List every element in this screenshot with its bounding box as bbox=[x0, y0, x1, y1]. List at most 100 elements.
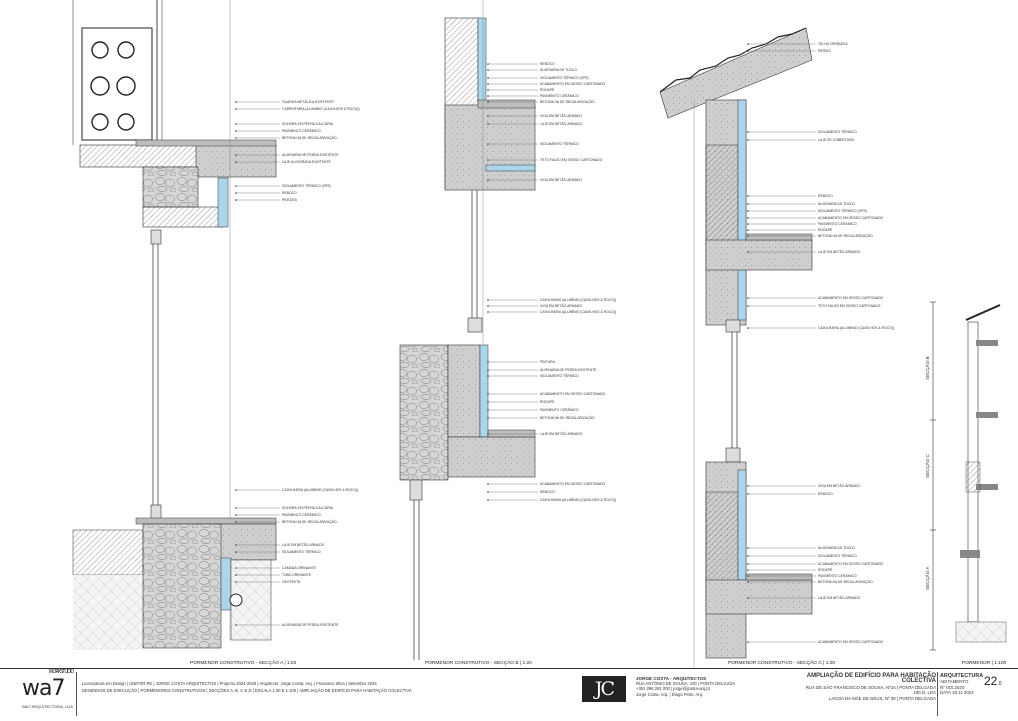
material-label: REBOCO bbox=[282, 191, 297, 195]
leader-dot bbox=[747, 217, 749, 219]
leader-dot bbox=[235, 581, 237, 583]
material-label: ACABAMENTO EM GESSO CARTONADO bbox=[818, 640, 884, 644]
office-name: JORGE COSTA - ARQUITECTOS bbox=[636, 676, 707, 681]
material-label: RODAPÉ bbox=[818, 227, 833, 232]
leader-dot bbox=[487, 433, 489, 435]
leader-dot bbox=[235, 624, 237, 626]
meta-line: Nº 010.2024 bbox=[940, 684, 965, 690]
leader-dot bbox=[487, 299, 489, 301]
material-label: REBOCO bbox=[540, 62, 555, 66]
material-label: PAVIMENTO CERÂMICO bbox=[540, 94, 579, 98]
leader-dot bbox=[747, 493, 749, 495]
material-label: LAJE EM BETÃO ARMADO bbox=[818, 595, 861, 600]
leader-dot bbox=[747, 131, 749, 133]
leader-dot bbox=[747, 50, 749, 52]
leader-dot bbox=[235, 199, 237, 201]
meta-line: DATA 18.11.2024 bbox=[940, 690, 974, 696]
material-label: SOLEIRA EM PEDRA CALCÁRIA bbox=[282, 506, 334, 510]
leader-dot bbox=[487, 311, 489, 313]
material-label: SOLEIRA EM PEDRA CALCÁRIA bbox=[282, 122, 334, 126]
material-label: ACABAMENTO EM GESSO CARTONADO bbox=[818, 216, 884, 220]
section-d-title: PORMENOR | 1:100 bbox=[962, 660, 1006, 666]
leader-dot bbox=[747, 569, 749, 571]
leader-dot bbox=[747, 297, 749, 299]
material-label: LAJE DE COBERTURA bbox=[818, 138, 855, 142]
material-label: LAJE EM BETÃO ARMADO bbox=[818, 249, 861, 254]
leader-dot bbox=[487, 499, 489, 501]
leader-dot bbox=[235, 130, 237, 132]
material-label: ISOLAMENTO TÉRMICO bbox=[282, 549, 321, 554]
material-label: GEOTÊXTIL bbox=[282, 579, 301, 584]
material-label: PINTURA bbox=[282, 198, 298, 202]
material-label: PAVIMENTO CERÂMICO bbox=[282, 129, 321, 133]
title-block bbox=[0, 668, 1018, 721]
material-label: ISOLAMENTO TÉRMICO bbox=[818, 129, 857, 134]
material-label: TUBO DRENANTE bbox=[282, 573, 312, 577]
leader-dot bbox=[235, 521, 237, 523]
project-line: 100.D, LDA bbox=[913, 690, 936, 696]
leader-dot bbox=[235, 154, 237, 156]
section-d-label-c: SECÇÃO C bbox=[924, 453, 930, 478]
material-label: VIGA EM BETÃO ARMADO bbox=[540, 113, 582, 118]
leader-dot bbox=[487, 69, 489, 71]
material-label: CAIXILHARIA (ALUMÍNIO (CAIXILHOS & ROCO)… bbox=[282, 488, 358, 492]
leader-dot bbox=[747, 641, 749, 643]
material-label: LAJE EM BETÃO ARMADO bbox=[540, 121, 583, 126]
leader-dot bbox=[747, 305, 749, 307]
discipline: ARQUITECTURA bbox=[940, 673, 984, 679]
material-label: PAVIMENTO CERÂMICO bbox=[818, 574, 857, 578]
section-a-title: PORMENOR CONSTRUTIVO - SECÇÃO A | 1:20 bbox=[190, 659, 297, 666]
leader-dot bbox=[747, 203, 749, 205]
leader-dot bbox=[747, 139, 749, 141]
material-label: TELHA CERÂMICA bbox=[818, 42, 848, 46]
section-a-labels: GUARDA METÁLICA EXISTENTE CARPINTARIA (AL… bbox=[235, 100, 360, 627]
material-label: GUARDA METÁLICA EXISTENTE bbox=[282, 100, 335, 104]
leader-dot bbox=[747, 597, 749, 599]
material-label: BETONILHA DE REGULARIZAÇÃO bbox=[818, 233, 873, 238]
material-label: CAMADA DRENANTE bbox=[282, 566, 317, 570]
material-label: ALVENARIA DE TIJOLO bbox=[818, 202, 855, 206]
material-label: ALVENARIA DE TIJOLO bbox=[540, 68, 577, 72]
leader-dot bbox=[487, 143, 489, 145]
material-label: LAJE ALIGEIRADA EXISTENTE bbox=[282, 160, 332, 164]
material-label: VIGA EM BETÃO ARMADO bbox=[540, 303, 582, 308]
project-info: AMPLIAÇÃO DE EDIFÍCIO PARA HABITAÇÃO COL… bbox=[780, 673, 936, 701]
material-label: ISOLAMENTO TÉRMICO (XPS) bbox=[540, 75, 589, 80]
leader-dot bbox=[487, 115, 489, 117]
material-label: PAVIMENTO CERÂMICO bbox=[540, 408, 579, 412]
leader-dot bbox=[487, 95, 489, 97]
material-label: BETONILHA DE REGULARIZAÇÃO bbox=[818, 579, 873, 584]
leader-dot bbox=[487, 409, 489, 411]
material-label: ALVENARIA DE PEDRA EXISTENTE bbox=[540, 368, 597, 372]
material-label: ISOLAMENTO TÉRMICO bbox=[540, 141, 579, 146]
material-label: CAIXILHARIA (ALUMÍNIO (CAIXILHOS & ROCO)… bbox=[540, 310, 616, 314]
material-label: REBOCO bbox=[540, 490, 555, 494]
material-label: PAVIMENTO CERÂMICO bbox=[818, 222, 857, 226]
section-c-title: PORMENOR CONSTRUTIVO - SECÇÃO C | 1:20 bbox=[728, 659, 835, 666]
leader-dot bbox=[235, 161, 237, 163]
material-label: ALVENARIA DE PEDRA EXISTENTE bbox=[282, 623, 339, 627]
material-label: RODAPÉ bbox=[540, 87, 555, 92]
sheet-number: 22.0 bbox=[984, 674, 1002, 688]
leader-dot bbox=[235, 123, 237, 125]
material-label: BETONILHA DE REGULARIZAÇÃO bbox=[282, 519, 337, 524]
leader-dot bbox=[487, 123, 489, 125]
material-label: ACABAMENTO EM GESSO CARTONADO bbox=[540, 392, 606, 396]
leader-dot bbox=[747, 251, 749, 253]
leader-dot bbox=[487, 89, 489, 91]
material-label: ALVENARIA DE TIJOLO bbox=[818, 546, 855, 550]
material-label: CAIXILHARIA (ALUMÍNIO (CAIXILHOS & ROCO)… bbox=[540, 498, 616, 502]
material-label: ALVENARIA DE PEDRA EXISTENTE bbox=[282, 153, 339, 157]
leader-dot bbox=[487, 159, 489, 161]
leader-dot bbox=[235, 574, 237, 576]
material-label: LAJE EM BETÃO ARMADO bbox=[540, 431, 583, 436]
material-label: REBOCO bbox=[818, 492, 833, 496]
material-label: TETO FALSO EM GESSO CARTONADO bbox=[540, 158, 603, 162]
material-label: CARPINTARIA (ALUMÍNIO (CAIXILHOS & ROCO)… bbox=[282, 107, 360, 111]
sheet-meta: ARQUITECTURA ADITAMENTO Nº 010.2024 DATA… bbox=[940, 673, 988, 696]
leader-dot bbox=[747, 485, 749, 487]
section-b-labels: REBOCO ALVENARIA DE TIJOLO ISOLAMENTO TÉRM… bbox=[487, 62, 616, 502]
leader-dot bbox=[747, 555, 749, 557]
material-label: REBOCO bbox=[818, 194, 833, 198]
